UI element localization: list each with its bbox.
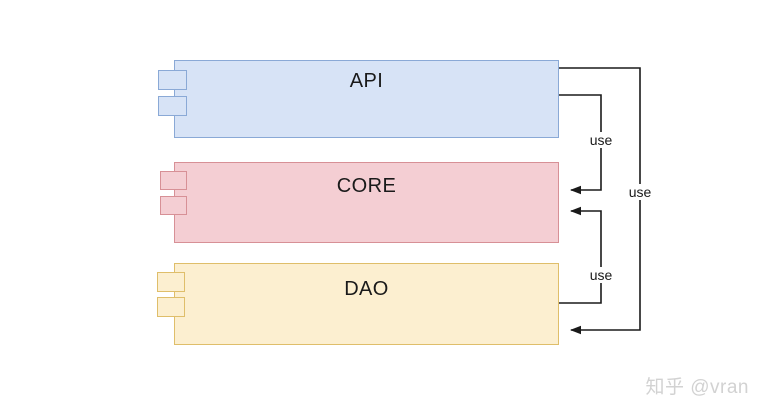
component-dao-label: DAO xyxy=(344,278,389,300)
connector-label-api-uses-core: use xyxy=(586,132,616,148)
component-core-tab-bottom xyxy=(160,196,187,215)
connector-dao-uses-core xyxy=(559,206,602,304)
component-core-label: CORE xyxy=(336,175,397,197)
connector-label-dao-uses-core: use xyxy=(586,267,616,283)
watermark: 知乎 @vran xyxy=(645,377,749,398)
component-core[interactable]: CORE xyxy=(174,162,559,243)
component-api-tab-top xyxy=(158,70,187,90)
component-dao[interactable]: DAO xyxy=(174,263,559,345)
component-core-tab-top xyxy=(160,171,187,190)
component-dao-tab-bottom xyxy=(157,297,185,317)
component-api[interactable]: API xyxy=(174,60,559,138)
connector-label-api-uses-dao: use xyxy=(625,184,655,200)
component-dao-tab-top xyxy=(157,272,185,292)
component-api-label: API xyxy=(349,70,384,92)
component-api-tab-bottom xyxy=(158,96,187,116)
